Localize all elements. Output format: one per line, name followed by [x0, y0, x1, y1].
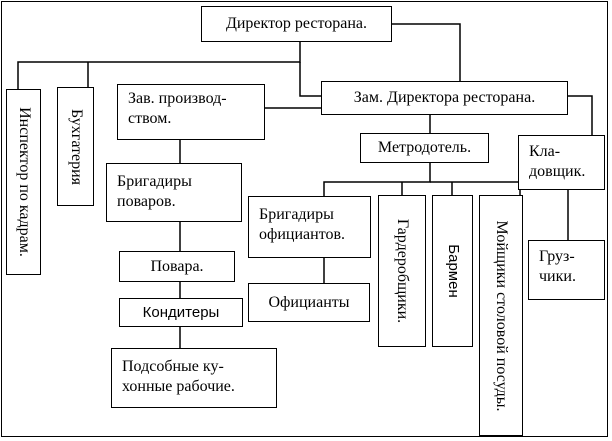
hr-inspector-label: Инспектор по кадрам.: [15, 107, 33, 257]
kitchen-helpers-label: Подсобные ку-хонные рабочие.: [122, 358, 235, 395]
cooks-box: Повара.: [119, 251, 235, 282]
waiter-foremen-label: Бригадиры официантов.: [259, 206, 346, 243]
connector-director-right-to-deputy: [392, 23, 461, 82]
production-head-box: Зав. производ-ством.: [117, 84, 265, 140]
head-waiter-box: Метродотель.: [360, 133, 489, 163]
director-box: Директор ресторана.: [201, 6, 392, 42]
director-label: Директор ресторана.: [225, 15, 368, 32]
connector-director-to-left-bar: [17, 42, 301, 90]
barman-box: Бармен: [432, 195, 473, 347]
waiters-label: Официанты: [268, 293, 350, 311]
accounting-box: Бухгатерия: [57, 87, 94, 206]
hr-inspector-box: Инспектор по кадрам.: [6, 89, 41, 275]
waiters-box: Официанты: [248, 283, 370, 322]
production-head-label: Зав. производ-ством.: [128, 90, 227, 127]
deputy-director-label: Зам. Директора ресторана.: [353, 89, 536, 106]
connector-director-to-deputy: [299, 62, 322, 97]
dishwashers-box: Мойщики столовой посуды.: [479, 195, 523, 436]
cook-foremen-box: Бригадиры поваров.: [106, 163, 242, 222]
kitchen-helpers-box: Подсобные ку-хонные рабочие.: [111, 348, 277, 408]
connector-deputy-to-storekeeper: [568, 95, 593, 136]
deputy-director-box: Зам. Директора ресторана.: [321, 81, 568, 115]
dishwashers-label: Мойщики столовой посуды.: [493, 219, 510, 412]
cloakroom-box: Гардеробщики.: [378, 195, 426, 347]
barman-label: Бармен: [444, 244, 462, 298]
cooks-label: Повара.: [150, 257, 204, 275]
confectioners-box: Кондитеры: [119, 298, 243, 327]
waiter-foremen-box: Бригадиры официантов.: [248, 196, 371, 258]
confectioners-label: Кондитеры: [142, 303, 220, 321]
accounting-label: Бухгатерия: [67, 108, 85, 185]
storekeeper-box: Кла-довщик.: [518, 135, 605, 190]
loaders-label: Груз-чики.: [539, 248, 576, 285]
loaders-box: Груз-чики.: [528, 240, 605, 300]
storekeeper-label: Кла-довщик.: [529, 143, 586, 180]
head-waiter-label: Метродотель.: [377, 139, 472, 156]
cloakroom-label: Гардеробщики.: [394, 218, 411, 324]
connector-bus-to-dishwashers: [430, 181, 521, 196]
cook-foremen-label: Бригадиры поваров.: [117, 173, 192, 210]
connector-headwaiter-bus: [323, 162, 431, 197]
